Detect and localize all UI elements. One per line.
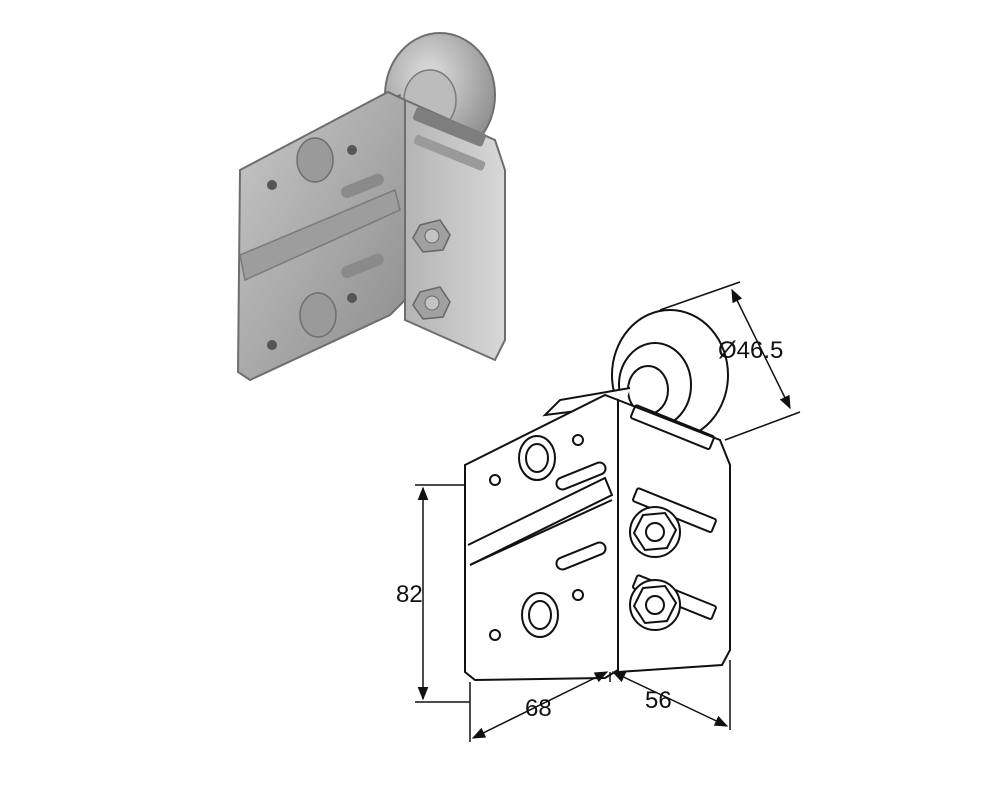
- depth-label: 56: [645, 687, 672, 714]
- line-nut-lower: [629, 579, 681, 631]
- diameter-label: Ø46.5: [718, 337, 783, 364]
- height-label: 82: [396, 581, 423, 608]
- base-width-dimension-line: [471, 671, 609, 739]
- depth-dimension-line: [611, 671, 729, 727]
- shaded-bracket-view: [236, 32, 506, 382]
- line-left-plate: [464, 393, 619, 682]
- diameter-dimension-line: [731, 288, 791, 410]
- dimension-lines: [415, 281, 801, 742]
- base-width-label: 68: [525, 695, 552, 722]
- line-nut-upper: [629, 506, 681, 558]
- line-bracket-view: [464, 309, 731, 682]
